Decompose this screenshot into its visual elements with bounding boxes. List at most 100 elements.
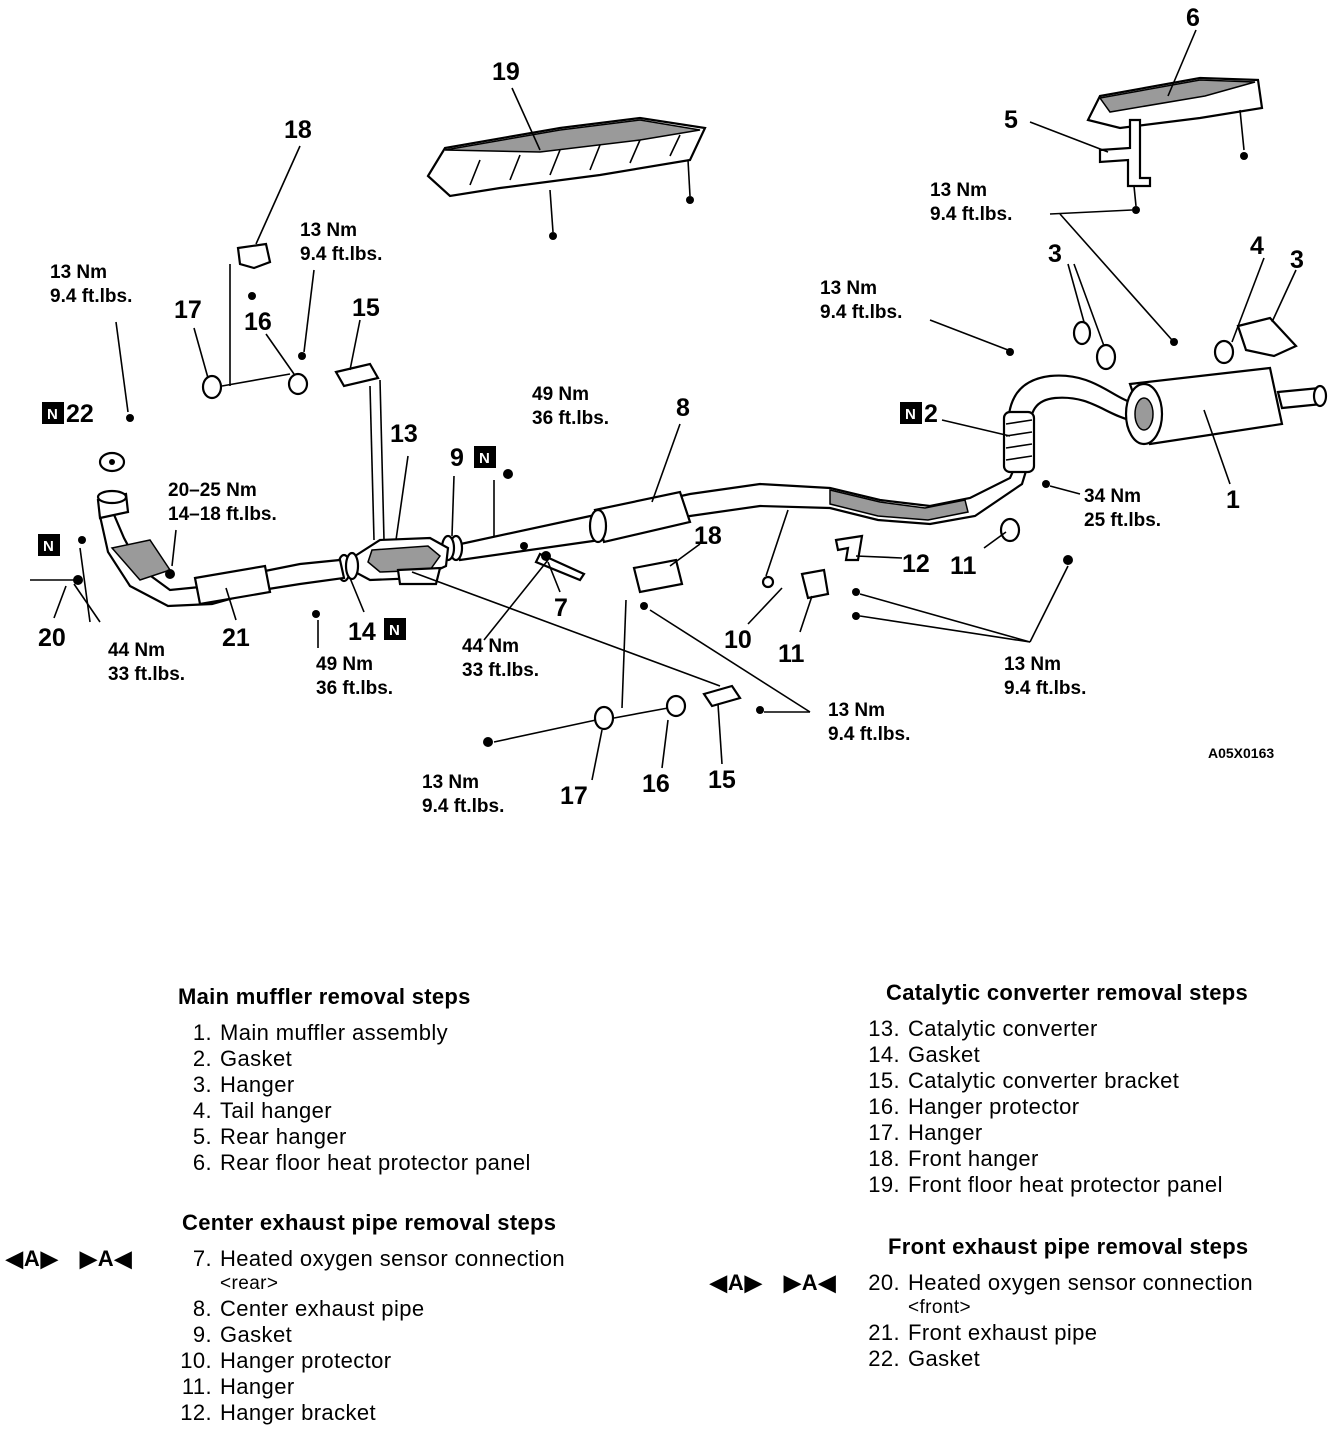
step-number: 1. <box>192 1020 212 1045</box>
exhaust-system-diagram: 6 5 19 18 3 4 3 17 16 15 22 13 9 8 2 1 1… <box>30 4 1328 817</box>
step-text: Front hanger <box>908 1146 1039 1171</box>
front-pipe-list: 20.Heated oxygen sensor connection<front… <box>866 1270 1253 1372</box>
svg-text:9.4 ft.lbs.: 9.4 ft.lbs. <box>1004 678 1086 699</box>
step-number: 22. <box>868 1346 900 1371</box>
callout-2: 2 <box>924 400 938 428</box>
step-item: 16.Hanger protector <box>866 1094 1248 1120</box>
step-text: Heated oxygen sensor connection <box>908 1270 1254 1295</box>
step-text: Hanger <box>220 1072 295 1097</box>
callout-1: 1 <box>1226 486 1240 514</box>
callout-21: 21 <box>222 624 250 652</box>
step-number: 15. <box>868 1068 900 1093</box>
step-text: Rear hanger <box>220 1124 347 1149</box>
step-number: 21. <box>868 1320 900 1345</box>
n-marker-22: N <box>42 402 64 424</box>
figure-code: A05X0163 <box>1208 745 1274 761</box>
callout-18-upper: 18 <box>284 116 312 144</box>
n-markers: N N N N N <box>38 402 922 640</box>
front-pipe-service-marks: ◀A▶ ▶A◀ <box>710 1270 837 1296</box>
rear-floor-heat-protector-panel <box>1086 76 1264 160</box>
callout-16-lower: 16 <box>642 770 670 798</box>
svg-text:33 ft.lbs.: 33 ft.lbs. <box>108 664 185 685</box>
svg-text:34 Nm: 34 Nm <box>1084 486 1141 507</box>
step-item: 1.Main muffler assembly <box>178 1020 531 1046</box>
step-item: 13.Catalytic converter <box>866 1016 1248 1042</box>
svg-text:36 ft.lbs.: 36 ft.lbs. <box>532 408 609 429</box>
step-item: 4.Tail hanger <box>178 1098 531 1124</box>
catalytic-converter <box>353 536 450 586</box>
step-text: Gasket <box>908 1346 981 1371</box>
callout-11-right: 11 <box>950 552 977 580</box>
svg-text:N: N <box>905 406 916 423</box>
step-text: Hanger bracket <box>220 1400 377 1425</box>
svg-text:N: N <box>43 538 54 555</box>
catalytic-bracket-lower <box>702 684 742 708</box>
step-subtext: <rear> <box>220 1273 279 1294</box>
step-number: 8. <box>192 1296 212 1321</box>
svg-text:9.4 ft.lbs.: 9.4 ft.lbs. <box>820 302 902 323</box>
step-text: Front floor heat protector panel <box>908 1172 1223 1197</box>
hanger-center <box>800 517 1021 600</box>
callout-7: 7 <box>554 594 568 622</box>
svg-text:9.4 ft.lbs.: 9.4 ft.lbs. <box>828 724 910 745</box>
step-number: 17. <box>868 1120 900 1145</box>
step-item: 21.Front exhaust pipe <box>866 1320 1253 1346</box>
step-number: 11. <box>181 1374 212 1399</box>
step-item: 9.Gasket <box>178 1322 565 1348</box>
front-hanger-lower <box>621 558 684 709</box>
step-number: 19. <box>868 1172 900 1197</box>
step-item: 15. Catalytic converter bracket <box>866 1068 1248 1094</box>
callout-9: 9 <box>450 444 464 472</box>
callout-17-lower: 17 <box>560 782 588 810</box>
n-marker-9: N <box>474 446 496 468</box>
step-number: 3. <box>192 1072 212 1097</box>
step-item: 3. Hanger <box>178 1072 531 1098</box>
step-text: Catalytic converter <box>908 1016 1098 1041</box>
center-exhaust-pipe <box>454 410 1036 562</box>
service-mark-left: ◀A▶ <box>710 1270 763 1295</box>
hanger-protector-upper <box>287 372 309 396</box>
step-number: 6. <box>192 1150 212 1175</box>
callout-13: 13 <box>390 420 418 448</box>
callout-15-upper: 15 <box>352 294 380 322</box>
step-item: 5. Rear hanger <box>178 1124 531 1150</box>
hanger-upper <box>201 373 291 400</box>
tail-hanger <box>1213 339 1235 365</box>
step-text: Catalytic converter bracket <box>908 1068 1180 1093</box>
step-item: 14.Gasket <box>866 1042 1248 1068</box>
service-mark-right: ▶A◀ <box>79 1246 133 1271</box>
callout-17-upper: 17 <box>174 296 202 324</box>
hanger-lower <box>593 705 669 731</box>
callout-22: 22 <box>66 400 94 428</box>
step-number: 5. <box>192 1124 212 1149</box>
svg-text:20–25 Nm: 20–25 Nm <box>168 480 257 501</box>
svg-text:14–18 ft.lbs.: 14–18 ft.lbs. <box>168 504 277 525</box>
callout-3-left: 3 <box>1048 240 1062 268</box>
step-number: 16. <box>868 1094 900 1119</box>
hanger-bracket <box>834 534 864 562</box>
callout-8: 8 <box>676 394 690 422</box>
service-mark-left: ◀A▶ <box>6 1246 59 1271</box>
svg-text:9.4 ft.lbs.: 9.4 ft.lbs. <box>50 286 132 307</box>
step-number: 9. <box>192 1322 212 1347</box>
callout-19: 19 <box>492 58 520 86</box>
svg-text:9.4 ft.lbs.: 9.4 ft.lbs. <box>422 796 504 817</box>
callout-20: 20 <box>38 624 66 652</box>
svg-text:13 Nm: 13 Nm <box>300 220 357 241</box>
front-hanger-upper <box>229 242 272 386</box>
step-number: 10. <box>180 1348 212 1373</box>
callout-16-upper: 16 <box>244 308 272 336</box>
svg-text:49 Nm: 49 Nm <box>316 654 373 675</box>
svg-text:49 Nm: 49 Nm <box>532 384 589 405</box>
front-gasket <box>98 451 126 473</box>
callout-4: 4 <box>1250 232 1264 260</box>
svg-text:13 Nm: 13 Nm <box>930 180 987 201</box>
svg-text:13 Nm: 13 Nm <box>828 700 885 721</box>
service-mark-right: ▶A◀ <box>783 1270 837 1295</box>
front-pipe-steps: Front exhaust pipe removal steps 20.Heat… <box>866 1234 1253 1372</box>
step-item: 8.Center exhaust pipe <box>178 1296 565 1322</box>
step-item: 12.Hanger bracket <box>178 1400 565 1426</box>
step-item: 20.Heated oxygen sensor connection<front… <box>866 1270 1253 1320</box>
